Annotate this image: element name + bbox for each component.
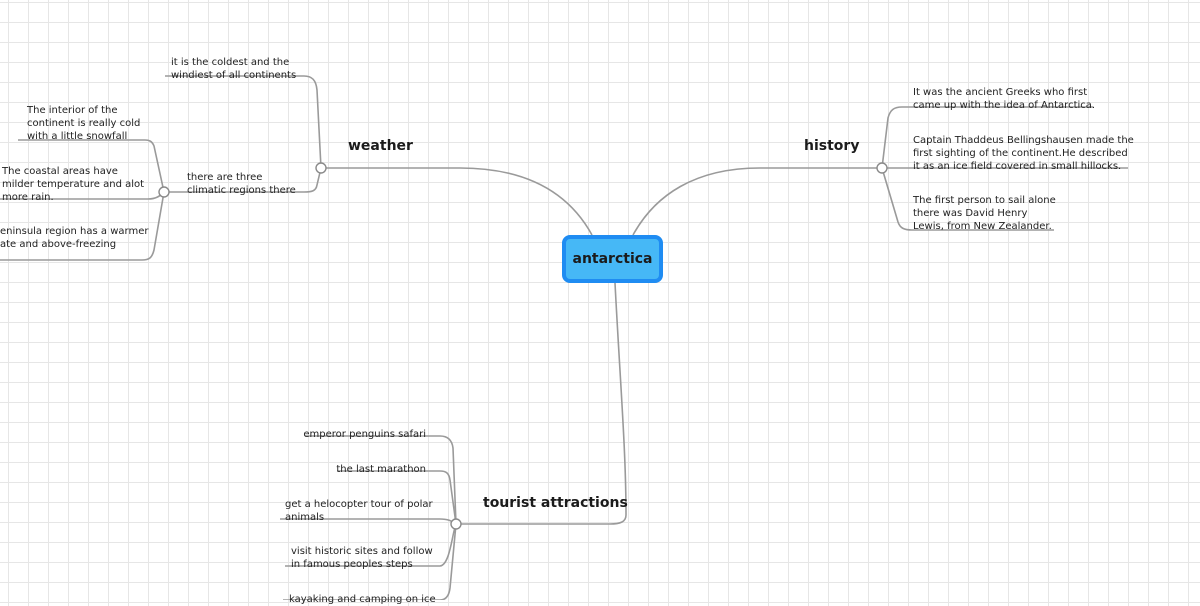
tourist-item-penguins[interactable]: emperor penguins safari: [300, 415, 426, 441]
weather-climatic-node[interactable]: there are three climatic regions there: [187, 158, 296, 197]
tourist-collapse-knob: [450, 518, 462, 530]
history-item-first-sail-label: The first person to sail alone there was…: [913, 195, 1056, 232]
connector-root-history: [632, 167, 882, 236]
climatic-coastal-node[interactable]: The coastal areas have milder temperatur…: [2, 152, 144, 204]
tourist-item-kayak[interactable]: kayaking and camping on ice: [289, 580, 436, 606]
tourist-node[interactable]: tourist attractions: [483, 495, 628, 511]
history-item-captain-label: Captain Thaddeus Bellingshausen made the…: [913, 135, 1134, 172]
weather-coldest-node[interactable]: it is the coldest and the windiest of al…: [171, 43, 296, 82]
weather-climatic-label: there are three climatic regions there: [187, 172, 296, 196]
connector-history-first: [881, 167, 1054, 231]
history-node[interactable]: history: [804, 138, 859, 154]
weather-collapse-knob: [315, 162, 327, 174]
root-node[interactable]: antarctica: [562, 235, 663, 283]
tourist-label: tourist attractions: [483, 495, 628, 511]
connector-weather-climatic: [164, 167, 322, 193]
history-collapse-knob: [876, 162, 888, 174]
climatic-peninsula-label: eninsula region has a warmer ate and abo…: [0, 226, 149, 250]
connector-root-tourist: [456, 282, 627, 525]
weather-label: weather: [348, 138, 413, 154]
history-item-greeks[interactable]: It was the ancient Greeks who first came…: [913, 73, 1095, 112]
connector-climatic-interior: [18, 139, 165, 193]
connector-root-weather: [321, 167, 593, 236]
root-label: antarctica: [572, 251, 653, 267]
history-label: history: [804, 138, 860, 154]
climatic-coastal-label: The coastal areas have milder temperatur…: [2, 166, 145, 203]
tourist-item-helicopter[interactable]: get a helocopter tour of polar animals: [285, 485, 433, 524]
weather-node[interactable]: weather: [348, 138, 413, 154]
history-item-captain[interactable]: Captain Thaddeus Bellingshausen made the…: [913, 121, 1134, 173]
connector-tourist-marathon: [337, 470, 457, 525]
tourist-item-penguins-label: emperor penguins safari: [303, 429, 426, 440]
connector-weather-coldest: [165, 75, 322, 169]
climatic-interior-node[interactable]: The interior of the continent is really …: [27, 91, 140, 143]
climatic-interior-label: The interior of the continent is really …: [27, 105, 141, 142]
climatic-collapse-knob: [158, 186, 170, 198]
connector-climatic-peninsula: [0, 191, 165, 261]
climatic-peninsula-node[interactable]: eninsula region has a warmer ate and abo…: [0, 212, 148, 251]
tourist-item-marathon[interactable]: the last marathon: [330, 450, 426, 476]
history-item-first-sail[interactable]: The first person to sail alone there was…: [913, 181, 1056, 233]
tourist-item-marathon-label: the last marathon: [336, 464, 426, 475]
tourist-item-historic-label: visit historic sites and follow in famou…: [291, 546, 433, 570]
connector-tourist-penguins: [305, 435, 457, 525]
weather-coldest-label: it is the coldest and the windiest of al…: [171, 57, 297, 81]
tourist-item-historic[interactable]: visit historic sites and follow in famou…: [291, 532, 433, 571]
tourist-item-helicopter-label: get a helocopter tour of polar animals: [285, 499, 433, 523]
connector-history-greeks: [881, 106, 1093, 169]
history-item-greeks-label: It was the ancient Greeks who first came…: [913, 87, 1096, 111]
